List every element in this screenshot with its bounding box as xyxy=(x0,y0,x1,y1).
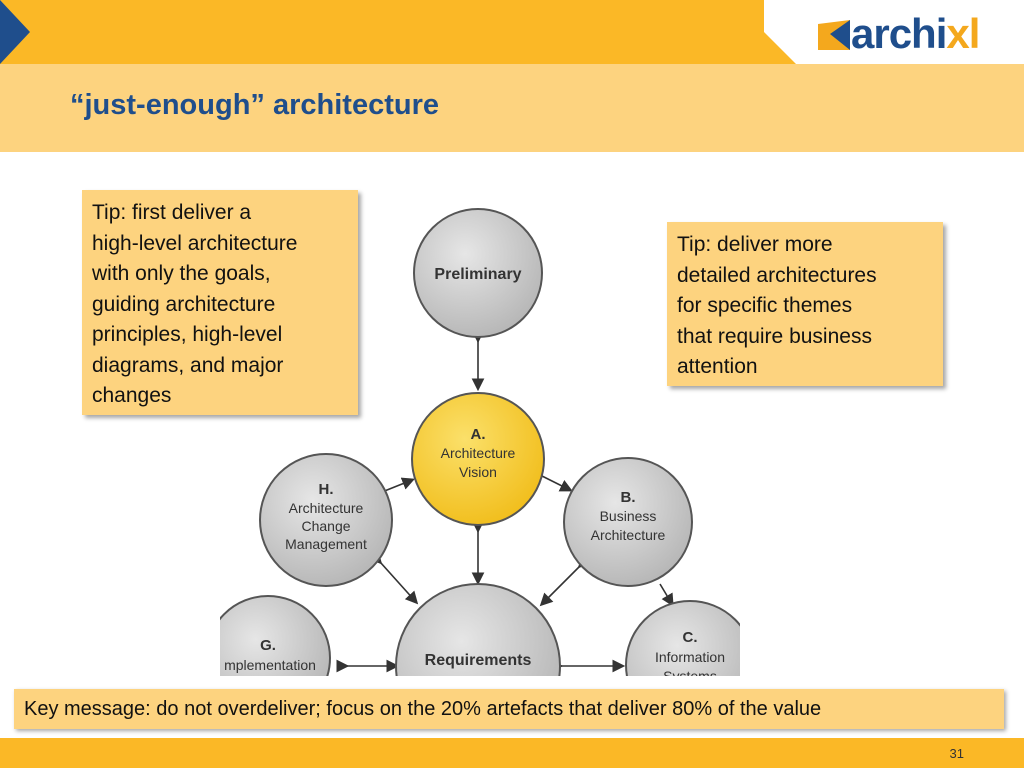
node-b-line2: Architecture xyxy=(591,527,666,543)
tip-left-line: principles, high-level xyxy=(92,323,283,346)
page-title: “just-enough” architecture xyxy=(70,89,439,121)
node-c-line2: Systems xyxy=(663,668,717,676)
tip-left-line: diagrams, and major xyxy=(92,353,284,377)
node-g-letter: G. xyxy=(260,637,276,654)
tip-left-line: with only the goals, xyxy=(92,262,271,285)
tip-left-line: Tip: first deliver a xyxy=(92,201,252,224)
archixl-logo: archixl xyxy=(851,10,980,57)
togaf-adm-diagram: Preliminary A. Architecture Vision H. Ar… xyxy=(220,208,740,676)
node-a-architecture-vision: A. Architecture Vision xyxy=(411,392,545,526)
tip-right-line: attention xyxy=(677,355,758,378)
node-a-line1: Architecture xyxy=(441,445,516,461)
tip-right-line: Tip: deliver more xyxy=(677,233,833,256)
node-a-line2: Vision xyxy=(459,464,497,480)
tip-right-line: detailed architectures xyxy=(677,263,877,287)
tip-box-right: Tip: deliver more detailed architectures… xyxy=(667,222,943,386)
node-g-implementation: G. mplementation xyxy=(220,595,331,676)
node-c-information-systems: C. Information Systems xyxy=(625,600,740,676)
arrow-h-req xyxy=(368,550,419,605)
page-number: 31 xyxy=(949,746,964,761)
tip-right-line: for specific themes xyxy=(677,294,853,317)
node-h-line3: Management xyxy=(285,536,367,552)
node-h-architecture-change-management: H. Architecture Change Management xyxy=(259,453,393,587)
node-h-line2: Change xyxy=(301,518,350,534)
node-c-letter: C. xyxy=(683,629,698,646)
tip-right-line: that require business xyxy=(677,324,872,348)
tip-left-line: guiding architecture xyxy=(92,292,276,316)
arrow-b-req xyxy=(539,554,592,607)
node-a-letter: A. xyxy=(471,426,486,443)
node-b-line1: Business xyxy=(600,508,657,524)
footer-bar xyxy=(0,738,1024,768)
tip-left-line: high-level architecture xyxy=(92,231,298,255)
tip-left-line: changes xyxy=(92,384,172,407)
arrow-h-a xyxy=(381,477,415,493)
node-c-line1: Information xyxy=(655,649,725,665)
node-h-letter: H. xyxy=(319,481,334,498)
node-h-line1: Architecture xyxy=(289,500,364,516)
header-accent-triangle xyxy=(0,0,30,64)
node-b-business-architecture: B. Business Architecture xyxy=(563,457,693,587)
node-requirements: Requirements xyxy=(395,583,561,676)
tip-box-left: Tip: first deliver a high-level architec… xyxy=(82,190,358,415)
node-requirements-label: Requirements xyxy=(425,652,532,669)
node-g-line1: mplementation xyxy=(224,657,316,673)
arrow-b-c xyxy=(659,583,674,607)
node-preliminary-label: Preliminary xyxy=(434,266,521,283)
title-band xyxy=(0,64,1024,152)
key-message-box: Key message: do not overdeliver; focus o… xyxy=(14,689,1004,729)
arrow-a-b xyxy=(541,475,573,492)
node-b-letter: B. xyxy=(621,489,636,506)
logo-flag-icon xyxy=(818,20,850,50)
node-preliminary: Preliminary xyxy=(413,208,543,338)
